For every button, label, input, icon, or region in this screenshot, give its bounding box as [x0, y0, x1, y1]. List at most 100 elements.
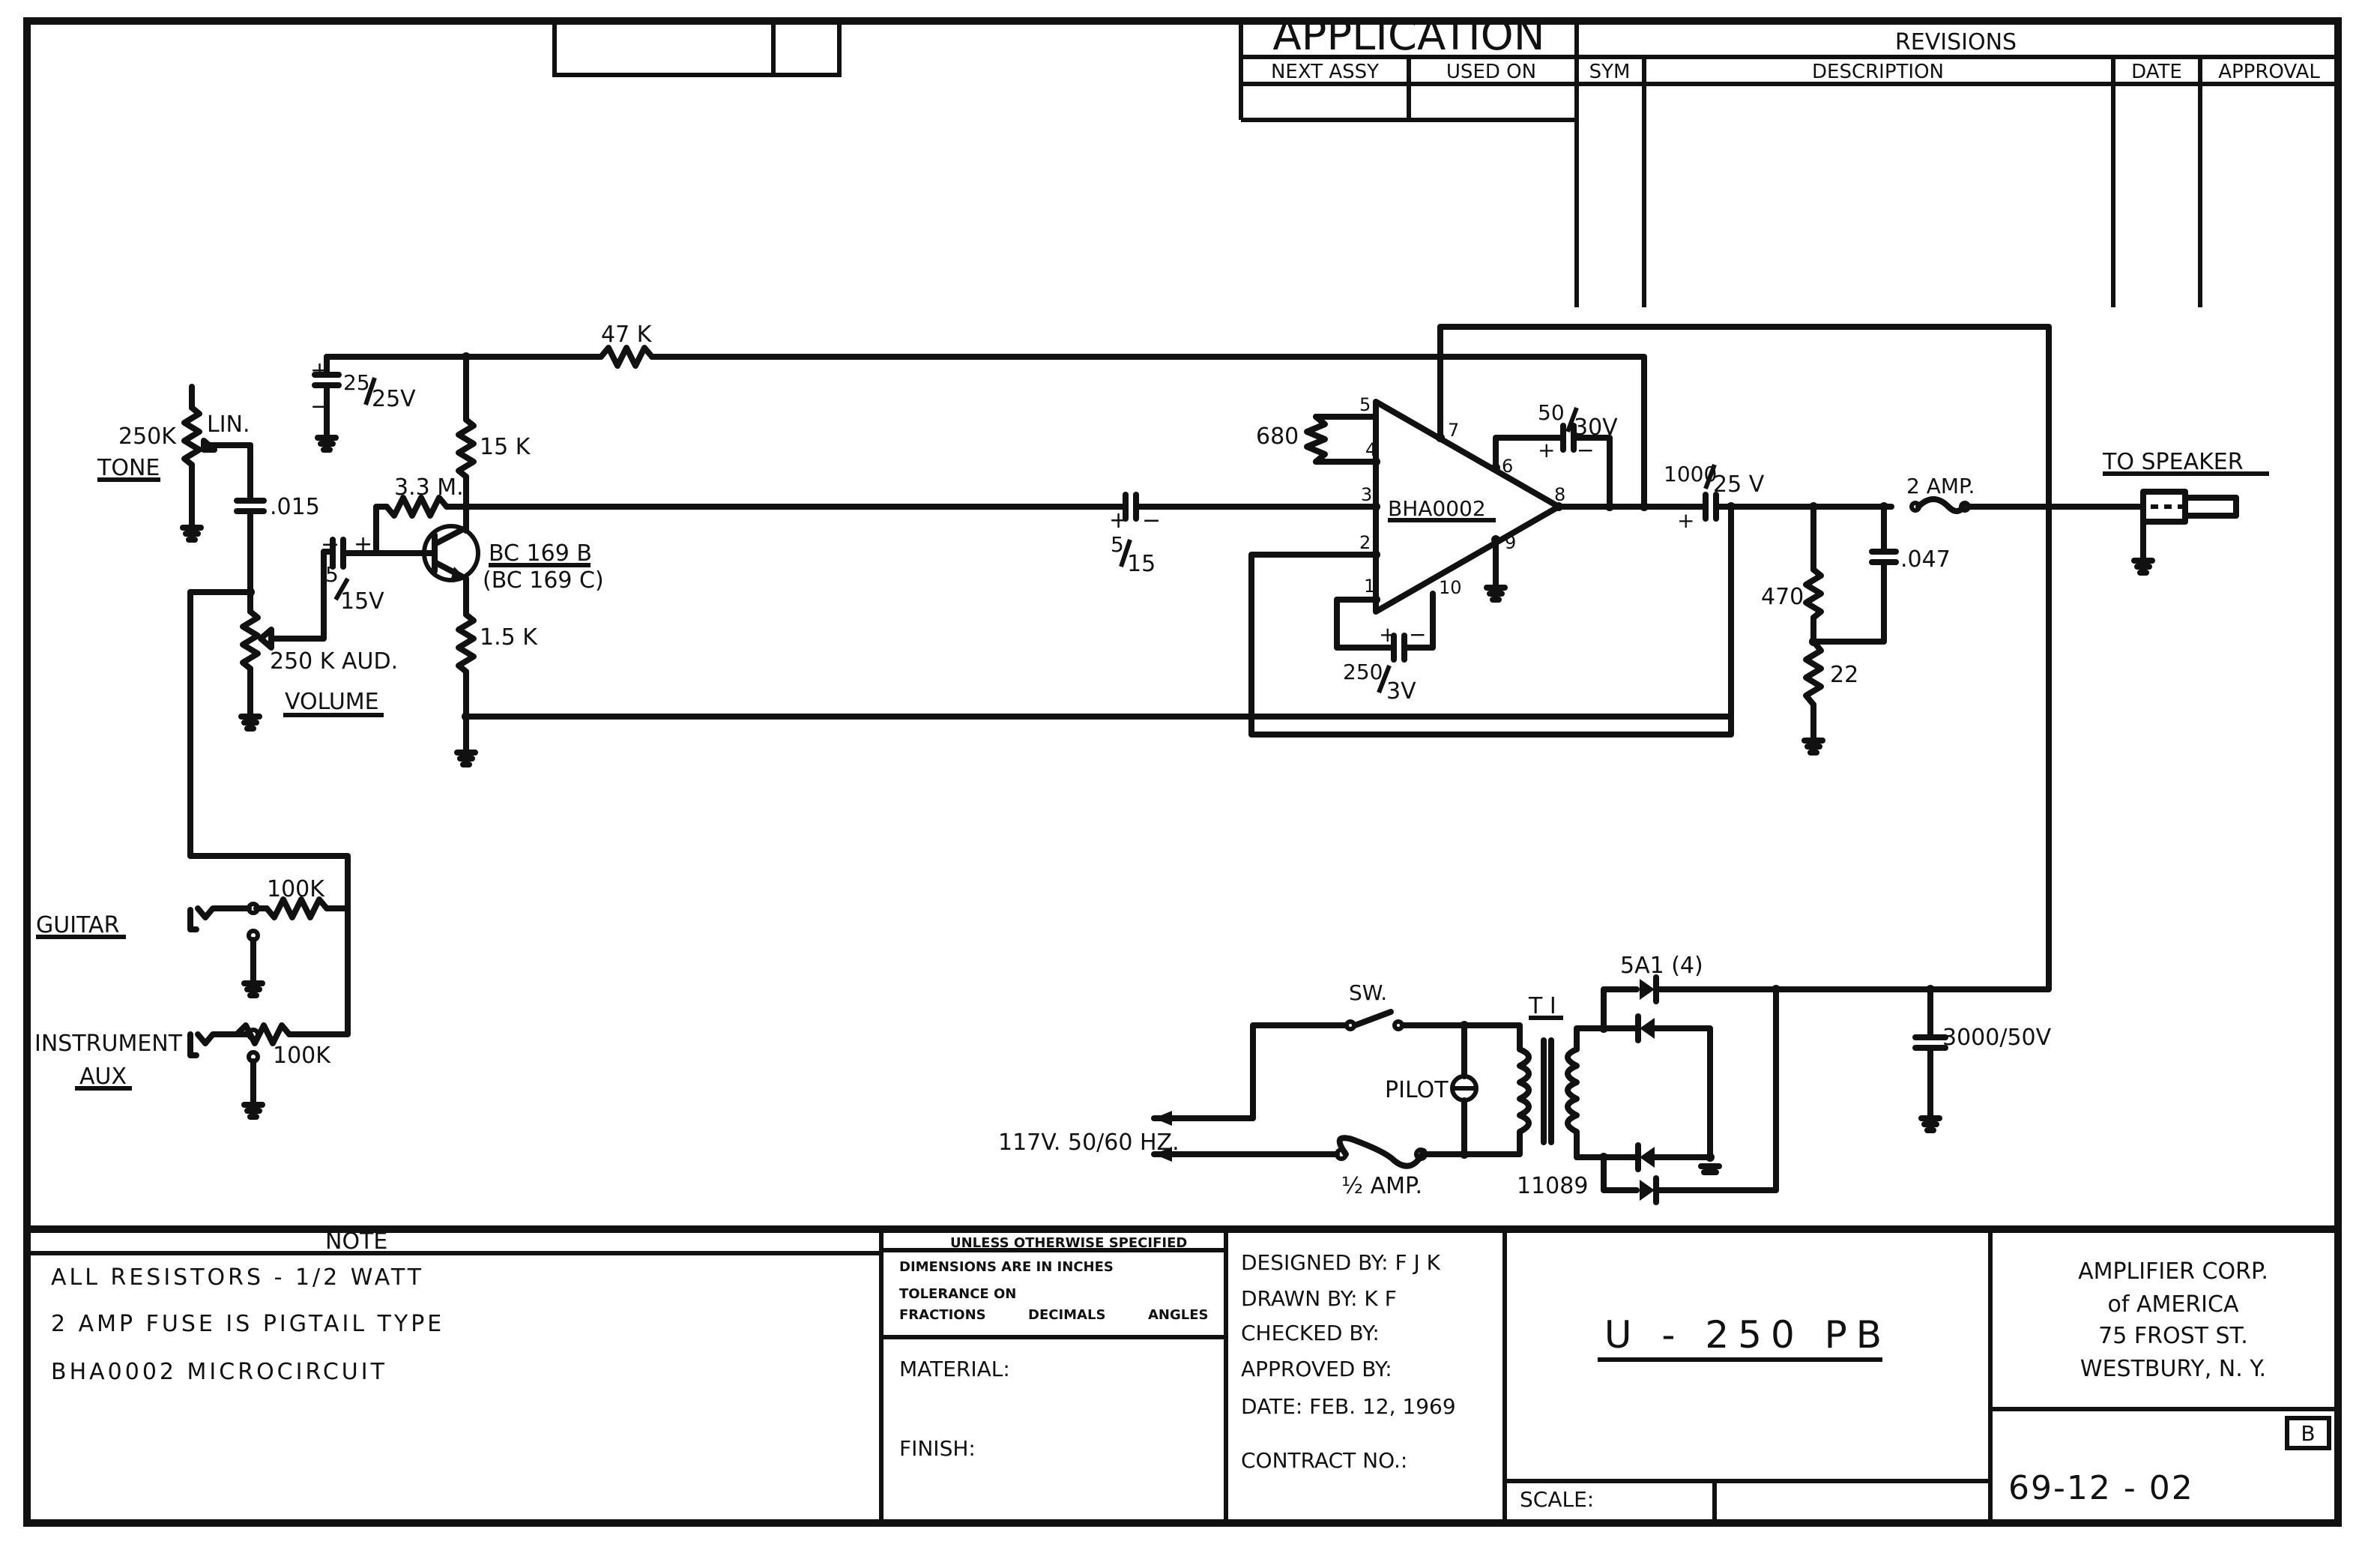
- cap-5-15v-bottom: 15V: [340, 588, 384, 615]
- aux-label: AUX: [79, 1064, 127, 1090]
- sym-header: SYM: [1589, 61, 1631, 83]
- spec-angles: ANGLES: [1148, 1307, 1209, 1323]
- application-header: APPLICATION: [1272, 11, 1544, 60]
- r-15k-label: 15 K: [480, 434, 531, 460]
- pin-7: 7: [1448, 420, 1459, 441]
- spec-fractions: FRACTIONS: [899, 1307, 986, 1323]
- cap-5-15v-top: 5: [325, 562, 339, 587]
- revisions-header: REVISIONS: [1895, 29, 2017, 55]
- note-line-1: ALL RESISTORS - 1/2 WATT: [51, 1264, 424, 1291]
- cap-plus-sign: +: [354, 531, 372, 558]
- drawing-border: [23, 17, 2342, 1527]
- contract-no: CONTRACT NO.:: [1241, 1448, 1407, 1473]
- cap-plus-sign: +: [1109, 507, 1128, 534]
- cap-3000-label: 3000/50V: [1942, 1025, 2052, 1051]
- revision-table: APPLICATION NEXT ASSY USED ON REVISIONS …: [1239, 11, 2338, 307]
- spec-decimals: DECIMALS: [1028, 1307, 1105, 1323]
- cap-minus-sign: −: [1142, 507, 1161, 534]
- t1-label: T I: [1528, 993, 1556, 1019]
- tone-pot-value: 250K: [118, 423, 177, 450]
- pin-8: 8: [1554, 484, 1565, 505]
- next-assy-header: NEXT ASSY: [1271, 61, 1379, 83]
- cap-plus-sign: +: [1538, 438, 1555, 462]
- r-680-label: 680: [1256, 423, 1299, 450]
- title-block: NOTE ALL RESISTORS - 1/2 WATT 2 AMP FUSE…: [27, 1225, 2338, 1523]
- cap-plus-sign: +: [1677, 508, 1694, 533]
- cap-plus-sign: +: [310, 358, 329, 384]
- model-number: U - 250 PB: [1604, 1313, 1891, 1357]
- transistor-stage: + − 25 25V 15 K 3.3 M. BC 169 B (BC 169 …: [310, 352, 604, 768]
- approval-header: APPROVAL: [2218, 61, 2320, 83]
- finish-label: FINISH:: [899, 1436, 976, 1461]
- volume-control: 250 K AUD. VOLUME − + 5 15V: [187, 531, 430, 732]
- pin-5: 5: [1359, 394, 1371, 415]
- r-100k-guitar: 100K: [267, 876, 325, 902]
- date-header: DATE: [2131, 61, 2182, 83]
- drawing-date: DATE: FEB. 12, 1969: [1241, 1394, 1456, 1419]
- top-left-tab: [552, 19, 842, 77]
- checked-by: CHECKED BY:: [1241, 1321, 1380, 1345]
- spec-dimensions: DIMENSIONS ARE IN INCHES: [899, 1259, 1114, 1275]
- instrument-label: INSTRUMENT: [34, 1031, 183, 1057]
- cap-5-15-bottom: 15: [1127, 551, 1156, 577]
- ic-label: BHA0002: [1388, 496, 1486, 521]
- power-supply: SW. ½ AMP. 117V. 50/60 HZ. PILOT T I 110…: [998, 953, 2052, 1205]
- note-header: NOTE: [325, 1228, 387, 1255]
- feedback-network: 47 K + − 5 15: [463, 322, 1734, 720]
- note-line-2: 2 AMP FUSE IS PIGTAIL TYPE: [51, 1311, 444, 1337]
- designed-by: DESIGNED BY: F J K: [1241, 1250, 1441, 1275]
- pin-10: 10: [1439, 577, 1462, 598]
- cap-minus-sign: −: [321, 531, 339, 558]
- pin-4: 4: [1365, 439, 1377, 460]
- r-100k-aux: 100K: [273, 1043, 331, 1069]
- spec-unless: UNLESS OTHERWISE SPECIFIED: [950, 1235, 1187, 1251]
- diodes-label: 5A1 (4): [1620, 953, 1703, 979]
- transistor-alt: (BC 169 C): [483, 567, 604, 594]
- cap-25-top: 25: [343, 370, 370, 395]
- pilot-label: PILOT: [1385, 1077, 1449, 1103]
- company-line-4: WESTBURY, N. Y.: [2080, 1356, 2266, 1382]
- pin-6: 6: [1502, 456, 1513, 477]
- output-stage: + 1000 25 V 470 22 .047 2 AMP.: [1664, 449, 2269, 756]
- mains-label: 117V. 50/60 HZ.: [998, 1130, 1180, 1156]
- drawn-by: DRAWN BY: K F: [1241, 1286, 1397, 1311]
- r-47k-label: 47 K: [601, 322, 653, 348]
- pin-9: 9: [1505, 532, 1516, 553]
- pin-2: 2: [1359, 532, 1371, 553]
- cap-minus-sign: −: [310, 393, 329, 420]
- cap-5-15-top: 5: [1111, 532, 1124, 557]
- tone-label: TONE: [97, 455, 160, 481]
- volume-label: VOLUME: [285, 689, 379, 715]
- ic-bha0002: BHA0002 680 5 4 3 2 1 10 + − 250 3V 7: [1248, 324, 2052, 992]
- switch-label: SW.: [1349, 980, 1387, 1005]
- guitar-label: GUITAR: [36, 912, 119, 938]
- material-label: MATERIAL:: [899, 1357, 1010, 1381]
- cap-minus-sign: −: [1409, 622, 1426, 647]
- cap-047-label: .047: [1900, 546, 1951, 573]
- cap-250-top: 250: [1343, 660, 1383, 684]
- cap-plus-sign: +: [1379, 622, 1396, 647]
- pin-3: 3: [1361, 484, 1372, 505]
- r-22-label: 22: [1830, 662, 1858, 688]
- drawing-number: 69-12 - 02: [2008, 1469, 2194, 1507]
- revision-letter: B: [2301, 1421, 2315, 1446]
- note-line-3: BHA0002 MICROCIRCUIT: [51, 1359, 387, 1385]
- volume-pot-value: 250 K AUD.: [270, 648, 398, 675]
- scale-label: SCALE:: [1520, 1487, 1594, 1512]
- transistor-type: BC 169 B: [489, 540, 592, 567]
- cap-015-label: .015: [270, 494, 320, 520]
- company-line-2: of AMERICA: [2108, 1291, 2239, 1318]
- cap-1000-bottom: 25 V: [1713, 471, 1765, 498]
- to-speaker-label: TO SPEAKER: [2102, 449, 2244, 475]
- cap-minus-sign: −: [1577, 438, 1594, 462]
- r-33m-label: 3.3 M.: [394, 474, 464, 501]
- transformer-part: 11089: [1517, 1173, 1588, 1199]
- cap-50-bottom: 30V: [1574, 414, 1618, 441]
- company-line-1: AMPLIFIER CORP.: [2078, 1258, 2268, 1285]
- cap-25v-bottom: 25V: [372, 386, 416, 412]
- tone-control: 250K LIN. TONE .015: [97, 384, 320, 595]
- cap-50-top: 50: [1538, 400, 1565, 425]
- tone-pot-taper: LIN.: [207, 411, 250, 438]
- r-470-label: 470: [1761, 584, 1804, 610]
